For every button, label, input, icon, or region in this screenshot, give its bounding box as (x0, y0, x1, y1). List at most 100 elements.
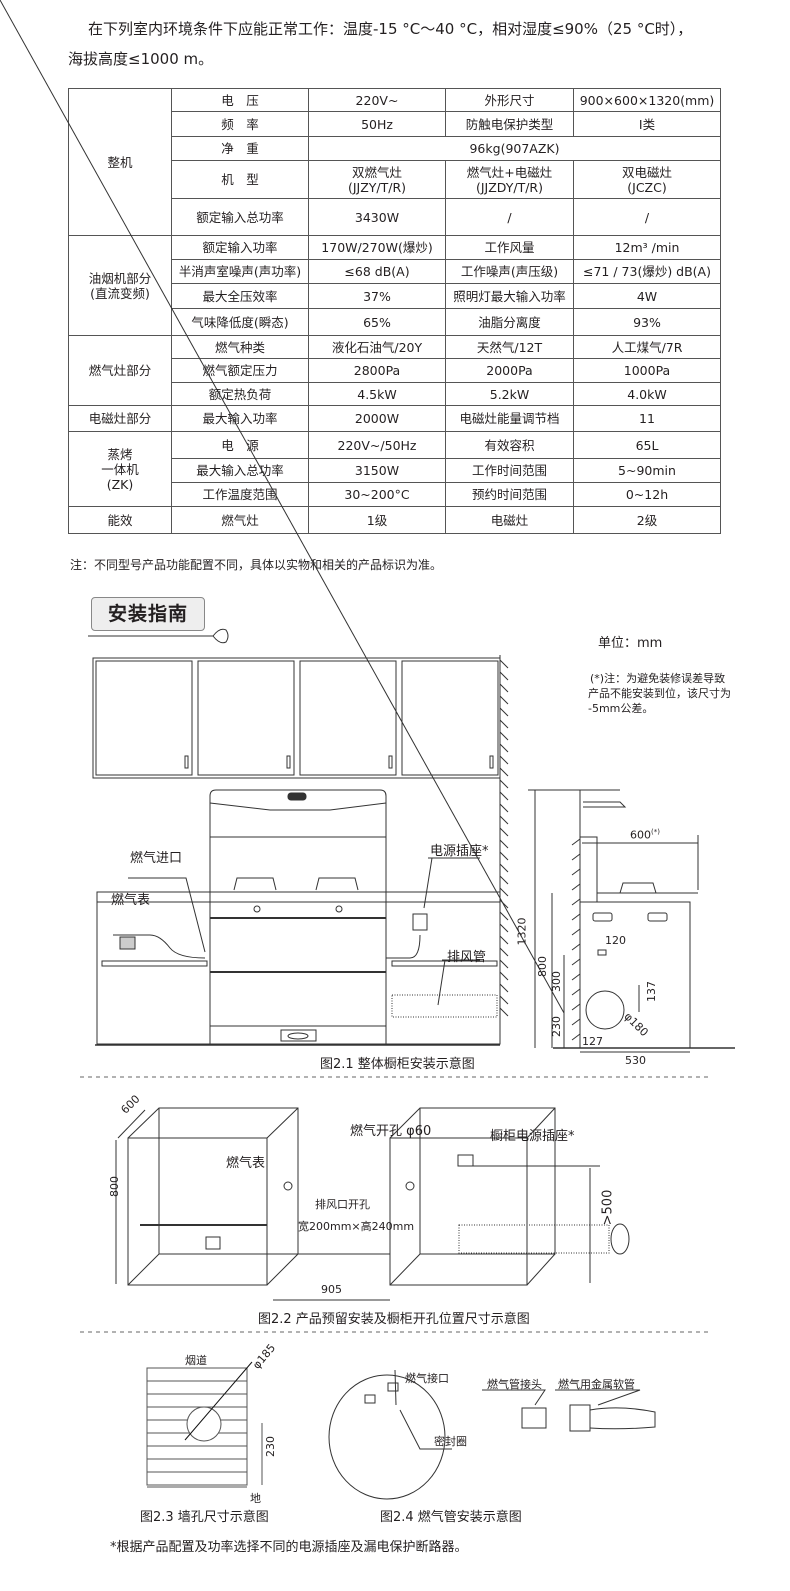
spec-label: / (445, 198, 574, 236)
dim-230: 230 (550, 1016, 563, 1037)
dim-1320: 1320 (515, 917, 529, 946)
dim-800: 800 (108, 1176, 121, 1197)
dim-600: 600(*) (630, 828, 660, 842)
spec-value: 65L (573, 431, 721, 459)
wall-hatch (499, 655, 509, 1032)
gas-connection (328, 1369, 656, 1500)
fig1-caption: 图2.1 整体橱柜安装示意图 (320, 1057, 475, 1072)
tolerance-note-2: 产品不能安装到位，该尺寸为 (588, 687, 731, 700)
spec-label: 电磁灶 (445, 506, 574, 534)
vent-hole-label: 排风口开孔 (315, 1198, 370, 1211)
group-label: 整机 (68, 88, 172, 236)
spec-label: 最大输入功率 (171, 405, 309, 432)
dim-127: 127 (582, 1035, 603, 1048)
exhaust-pipe-label: 排风管 (447, 950, 487, 965)
spec-label: 额定热负荷 (171, 382, 309, 406)
spec-label: 额定输入总功率 (171, 198, 309, 236)
group-label: 油烟机部分 (直流变频) (68, 235, 172, 336)
ground-label: 地 (250, 1492, 261, 1505)
spec-label: 半消声室噪声(声功率) (171, 259, 309, 284)
spec-label: 频 率 (171, 111, 309, 137)
spec-label: 有效容积 (445, 431, 574, 459)
spec-value: ≤68 dB(A) (308, 259, 446, 284)
dim-230: 230 (264, 1436, 277, 1457)
spec-value: 2000W (308, 405, 446, 432)
dim-600-value: 600 (630, 828, 651, 842)
title-underline (88, 628, 229, 644)
fig4-caption: 图2.4 燃气管安装示意图 (380, 1510, 522, 1525)
spec-value: 50Hz (308, 111, 446, 137)
dim-120: 120 (605, 934, 626, 947)
spec-label: 燃气灶+电磁灶 (JJZDY/T/R) (445, 160, 574, 199)
gas-port-label: 燃气接口 (405, 1372, 449, 1385)
metal-hose-label: 燃气用金属软管 (558, 1378, 635, 1391)
intro-line-1: 在下列室内环境条件下应能正常工作：温度-15 °C～40 °C，相对湿度≤90%… (88, 20, 693, 38)
dim-600-sup: (*) (651, 828, 660, 836)
tolerance-note-3: -5mm公差。 (588, 702, 654, 715)
spec-value: 900×600×1320(mm) (573, 88, 721, 112)
integrated-stove (209, 789, 387, 1045)
spec-value: 2级 (573, 506, 721, 534)
spec-label: 燃气种类 (171, 335, 309, 359)
spec-value: 人工煤气/7R (573, 335, 721, 359)
gas-inlet-label: 燃气进口 (130, 851, 183, 866)
spec-label: 机 型 (171, 160, 309, 199)
spec-value: 96kg(907AZK) (308, 136, 721, 161)
gas-meter-label: 燃气表 (111, 893, 151, 908)
spec-value: 1级 (308, 506, 446, 534)
spec-label: 照明灯最大输入功率 (445, 283, 574, 309)
cabinet-openings (115, 1107, 630, 1301)
dim-530: 530 (625, 1054, 646, 1067)
footnote: *根据产品配置及功率选择不同的电源插座及漏电保护断路器。 (110, 1540, 468, 1555)
spec-value: 30~200°C (308, 482, 446, 507)
spec-value: 11 (573, 405, 721, 432)
spec-value: 4W (573, 283, 721, 309)
exhaust-pipe-fig1 (391, 959, 498, 1018)
table-row: 机 型双燃气灶 (JJZY/T/R)燃气灶+电磁灶 (JJZDY/T/R)双电磁… (69, 160, 721, 199)
vent-size-label: 宽200mm×高240mm (298, 1220, 415, 1233)
dim-905: 905 (321, 1283, 342, 1296)
config-note: 注：不同型号产品功能配置不同，具体以实物和相关的产品标识为准。 (70, 558, 443, 572)
gas-meter-pipe (113, 857, 480, 959)
cabinet-socket-label: 橱柜电源插座* (490, 1129, 575, 1144)
spec-label: 5.2kW (445, 382, 574, 406)
fig2-caption: 图2.2 产品预留安装及橱柜开孔位置尺寸示意图 (258, 1312, 530, 1327)
pipe-joint-label: 燃气管接头 (487, 1378, 542, 1391)
spec-label: 燃气灶 (171, 506, 309, 534)
dim-300: 300 (550, 971, 563, 992)
spec-value: 220V~/50Hz (308, 431, 446, 459)
spec-label: 燃气额定压力 (171, 358, 309, 383)
spec-value: 净 重 (171, 136, 309, 161)
spec-label: 工作风量 (445, 235, 574, 260)
spec-value: 93% (573, 308, 721, 336)
seal-label: 密封圈 (434, 1435, 467, 1448)
group-label: 燃气灶部分 (68, 335, 172, 406)
table-row: 半消声室噪声(声功率)≤68 dB(A)工作噪声(声压级)≤71 / 73(爆炒… (69, 259, 721, 284)
spec-label: 电磁灶能量调节档 (445, 405, 574, 432)
brick-wall (146, 1361, 263, 1488)
gas-hole-label: 燃气开孔 φ60 (350, 1124, 432, 1139)
dim-800: 800 (536, 956, 549, 977)
spec-value: 1000Pa (573, 358, 721, 383)
tolerance-note-1: (*)注：为避免装修误差导致 (590, 672, 726, 685)
power-socket-label: 电源插座* (430, 844, 489, 859)
dim-137: 137 (645, 981, 658, 1002)
group-label: 能效 (68, 506, 172, 534)
unit-label: 单位：mm (598, 636, 663, 651)
spec-label: 外形尺寸 (445, 88, 574, 112)
intro-line-2: 海拔高度≤1000 m。 (68, 50, 214, 68)
gas-meter-label: 燃气表 (226, 1156, 266, 1171)
base-cabinets (95, 891, 501, 1046)
spec-value: 4.0kW (573, 382, 721, 406)
